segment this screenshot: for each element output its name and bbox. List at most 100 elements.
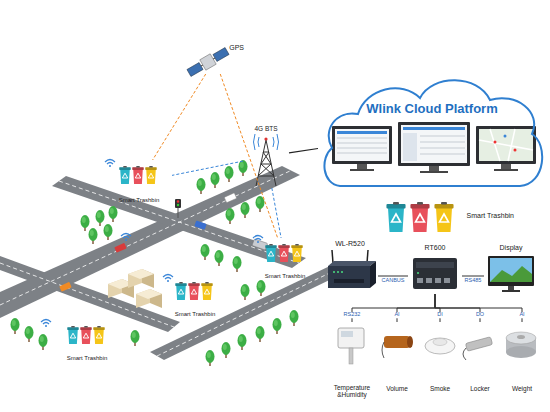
node-label: RT600 xyxy=(425,244,446,252)
rtu-icon xyxy=(444,278,450,283)
cloud-monitors xyxy=(420,171,448,173)
map-trashbins xyxy=(265,244,276,262)
cloud-platform: Wlink Cloud Platform xyxy=(318,72,546,190)
trees xyxy=(109,206,118,222)
sensor-icons xyxy=(349,348,353,364)
map-trashbins xyxy=(291,244,302,262)
edge-label: AI xyxy=(393,312,400,318)
roads xyxy=(59,181,299,263)
cellular-link xyxy=(172,161,243,175)
traffic-light xyxy=(177,200,179,202)
sensor-icons xyxy=(338,328,364,348)
node-label: Wlink Cloud Platform xyxy=(366,102,497,116)
weight-sensor: Weight xyxy=(500,322,544,392)
wifi-signals xyxy=(41,320,51,328)
node-label: Locker xyxy=(470,385,490,392)
node-label: Weight xyxy=(512,385,532,392)
cloud-monitors xyxy=(401,125,467,163)
cars xyxy=(59,282,71,292)
map-trashbins xyxy=(132,166,143,184)
node-label: Temperature &Humidity xyxy=(326,384,378,398)
cloud-outline xyxy=(324,80,542,186)
edge-label: AI xyxy=(518,312,525,318)
cloud-monitors xyxy=(403,133,417,161)
cloud-monitors xyxy=(420,148,465,149)
gps-satellite: GPS xyxy=(186,44,244,74)
cloud-monitors xyxy=(335,129,389,161)
trees xyxy=(206,350,215,366)
node-label: Smart Trashbin xyxy=(265,273,306,280)
map-trashbins xyxy=(67,326,78,344)
edge-label: RS485 xyxy=(464,278,483,284)
cloud-monitors xyxy=(337,131,387,134)
cloud-monitors xyxy=(504,135,507,138)
cell-tower-icon xyxy=(258,176,274,177)
node-label: Volume xyxy=(386,385,408,392)
display-icon xyxy=(488,256,534,286)
trees xyxy=(241,284,250,300)
trees xyxy=(25,326,34,342)
map-trashbins xyxy=(67,166,302,344)
edge-label: DO xyxy=(475,312,485,318)
volume-sensor: Volume xyxy=(378,322,416,392)
router-icon xyxy=(370,261,376,288)
roads xyxy=(0,166,346,360)
trees xyxy=(233,256,242,272)
roads xyxy=(0,166,300,318)
cell-tower-icon xyxy=(261,164,271,165)
map-trashbins xyxy=(93,326,104,344)
rtu-icon xyxy=(435,278,441,283)
cloud-monitors xyxy=(337,153,387,154)
trees xyxy=(273,318,282,334)
trees xyxy=(256,196,265,212)
cell-tower: 4G BTS xyxy=(243,125,289,188)
cloud-monitors xyxy=(337,138,387,139)
node-label: Display xyxy=(500,244,523,252)
cellular-link xyxy=(272,188,281,238)
smart-trashbin: Smart Trashbin xyxy=(106,160,172,204)
smart-trashbin: Smart Trashbin xyxy=(162,276,228,318)
cars xyxy=(59,193,267,292)
trees xyxy=(241,202,250,218)
rtu-icon xyxy=(413,258,457,289)
router-icon xyxy=(334,279,364,283)
node-label: WL-R520 xyxy=(335,240,365,248)
node-label: GPS xyxy=(229,44,244,52)
roads xyxy=(0,263,174,327)
display-icon xyxy=(508,286,514,290)
cloud-link xyxy=(289,149,318,153)
smart-trashbin: Smart Trashbin xyxy=(252,238,318,280)
map-trashbins xyxy=(119,166,130,184)
edge-label: RS232 xyxy=(343,312,362,318)
device-trashbins xyxy=(387,202,406,232)
trees xyxy=(11,160,299,366)
trees xyxy=(39,334,48,350)
temp-humidity-sensor: Temperature &Humidity xyxy=(326,322,378,398)
router-icon xyxy=(332,250,333,263)
roads xyxy=(150,264,346,360)
trees xyxy=(197,178,206,194)
gps-satellite-icon xyxy=(201,65,203,66)
map-trashbins xyxy=(175,282,186,300)
sensor-wire xyxy=(435,294,522,322)
sensor-wire xyxy=(352,294,435,322)
edge-label: CANBUS xyxy=(381,278,406,284)
locker-sensor: Locker xyxy=(462,322,498,392)
display-icon xyxy=(488,256,534,292)
device-trashbins xyxy=(411,202,430,232)
sensor-icons xyxy=(382,342,384,358)
cloud-monitors xyxy=(514,149,517,152)
trees xyxy=(238,334,247,350)
traffic-light xyxy=(175,199,181,208)
cloud-monitors xyxy=(332,122,536,173)
roads xyxy=(0,171,291,306)
rtu-icon xyxy=(416,262,454,268)
router-icon xyxy=(328,266,370,288)
trees xyxy=(256,326,265,342)
sensor-icons xyxy=(384,336,410,348)
trees xyxy=(89,228,98,244)
cell-tower-icon xyxy=(258,137,259,147)
gps-link xyxy=(220,74,277,238)
